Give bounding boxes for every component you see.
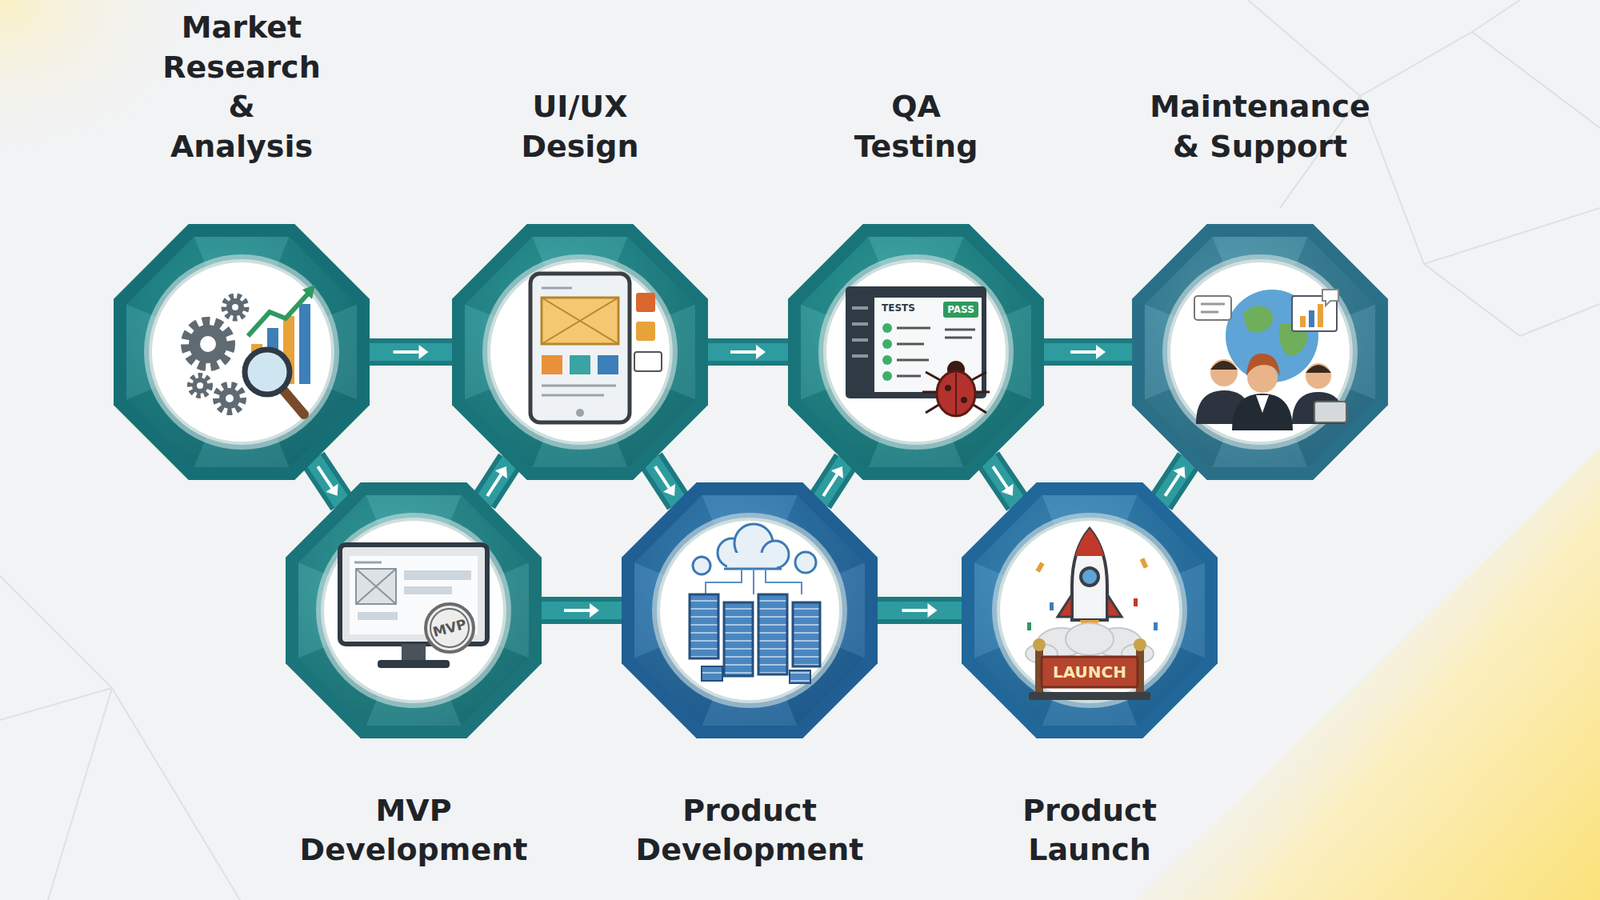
flow-connector [820, 460, 847, 502]
step-heading: Maintenance & Support [1149, 87, 1371, 167]
flow-connector [651, 460, 680, 503]
flow-connector [1160, 460, 1189, 504]
octagon-icon [788, 224, 1044, 480]
flow-connector [988, 459, 1018, 504]
octagon-icon [621, 482, 878, 739]
step-heading: UI/UX Design [516, 87, 644, 167]
flow-connector [484, 460, 511, 502]
flow-connector [876, 603, 964, 618]
octagon-icon [113, 224, 370, 480]
octagon-icon [285, 482, 542, 739]
step-heading: Product Development [636, 791, 864, 871]
process-octagon: UI/UX Design [452, 224, 708, 480]
flow-connector [312, 459, 342, 504]
process-octagon: QA TestingTESTSPASS [788, 224, 1044, 480]
octagon-icon [1132, 224, 1388, 480]
step-heading: Market Research & Analysis [162, 8, 320, 167]
step-heading: QA Testing [852, 87, 980, 167]
flow-connector [540, 603, 624, 618]
process-octagon: Product Development [621, 482, 878, 739]
octagon-icon [961, 482, 1218, 739]
icon-label: TESTS [874, 301, 923, 315]
process-octagon: Maintenance & Support [1132, 224, 1388, 480]
flow-connector [368, 344, 454, 360]
flow-connector [1042, 344, 1134, 360]
process-octagon: Market Research & Analysis [113, 224, 370, 480]
octagon-icon [452, 224, 708, 480]
process-octagon: MVP DevelopmentMVP [285, 482, 542, 739]
icon-label: LAUNCH [1041, 656, 1138, 688]
process-octagon: Product LaunchLAUNCH [961, 482, 1218, 739]
icon-label: PASS [943, 301, 979, 318]
step-heading: Product Launch [1022, 791, 1157, 871]
step-heading: MVP Development [300, 791, 528, 871]
flow-connector [706, 344, 790, 360]
